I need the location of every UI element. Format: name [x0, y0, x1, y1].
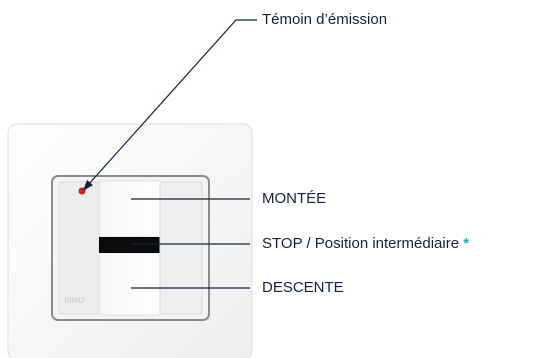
label-up: MONTÉE	[262, 190, 327, 207]
arrowhead-icon	[83, 180, 93, 191]
body-right-panel	[159, 181, 203, 315]
body-left-panel	[58, 181, 100, 315]
label-stop: STOP / Position intermédiaire *	[262, 235, 469, 253]
label-emission-led: Témoin d’émission	[262, 11, 388, 28]
down-key	[98, 252, 161, 316]
brand-logo: SIMU	[64, 296, 84, 305]
up-key	[98, 180, 161, 238]
stop-key	[99, 237, 160, 253]
label-stop-text: STOP / Position intermédiaire	[262, 235, 460, 252]
leader-line-emission	[87, 19, 257, 186]
label-stop-asterisk: *	[463, 235, 470, 252]
label-down: DESCENTE	[262, 279, 344, 296]
